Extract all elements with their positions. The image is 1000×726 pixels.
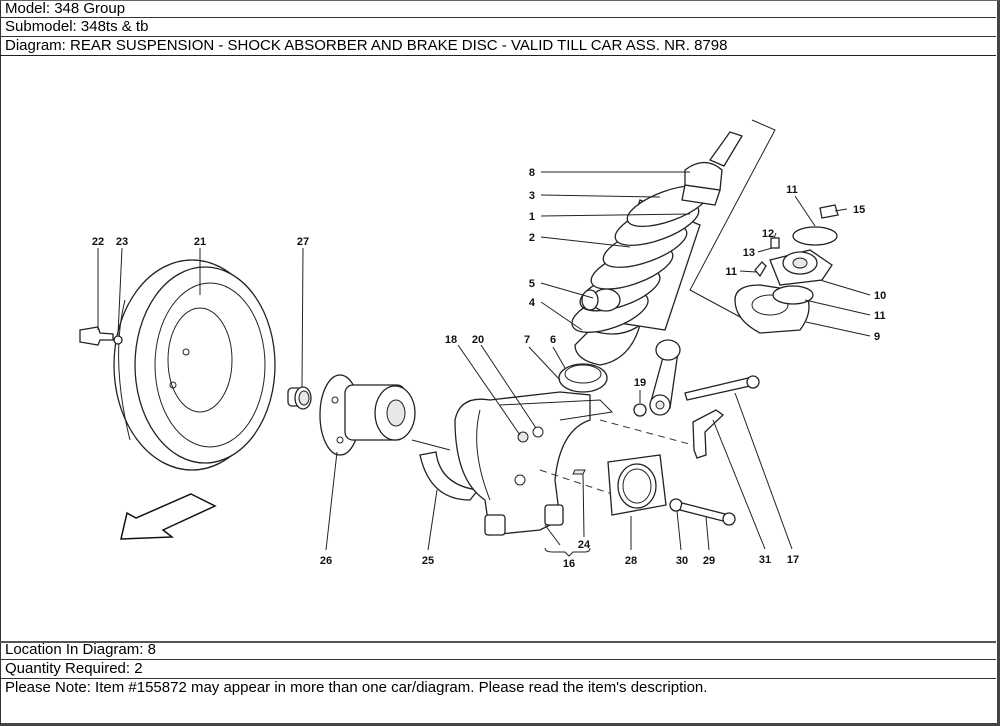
- callout-19: 19: [634, 377, 646, 389]
- bush: [287, 386, 312, 410]
- callout-24: 24: [578, 539, 591, 551]
- callout-11-top: 11: [786, 184, 798, 196]
- callout-18: 18: [445, 334, 457, 346]
- callout-31: 31: [759, 554, 771, 566]
- parts-diagram-drawing: 8 3 1 2 5 4 6 7 11 15 12 13 11 10 11 9 2…: [79, 119, 886, 570]
- callout-21: 21: [194, 236, 206, 248]
- long-bolt: [684, 375, 760, 401]
- flange-plate: [607, 454, 667, 516]
- parts-diagram: 8 3 1 2 5 4 6 7 11 15 12 13 11 10 11 9 2…: [0, 56, 996, 643]
- callout-22: 22: [92, 236, 104, 248]
- callout-4: 4: [529, 297, 536, 309]
- callout-5: 5: [529, 278, 535, 290]
- callout-28: 28: [625, 555, 637, 567]
- callout-29: 29: [703, 555, 715, 567]
- callout-16: 15: [853, 204, 865, 216]
- callout-11-bottom: 11: [874, 310, 886, 322]
- callout-6: 6: [550, 334, 556, 346]
- callout-13: 12: [762, 228, 774, 240]
- wheel-hub: [319, 374, 416, 456]
- location-in-diagram: Location In Diagram: 8: [0, 641, 996, 660]
- top-mount: [734, 204, 839, 334]
- direction-arrow-icon: [120, 493, 217, 540]
- brake-disc: [113, 259, 276, 471]
- spring-seat: [558, 323, 642, 393]
- callout-14: 13: [743, 247, 755, 259]
- bracket: [692, 409, 725, 459]
- callout-9: 9: [874, 331, 880, 343]
- callout-30: 30: [676, 555, 688, 567]
- callout-10: 10: [874, 290, 886, 302]
- wheel-bolt: [79, 326, 114, 346]
- callout-17: 17: [787, 554, 799, 566]
- callout-2: 2: [529, 232, 535, 244]
- diagram-title: Diagram: REAR SUSPENSION - SHOCK ABSORBE…: [0, 37, 996, 56]
- bolt-29: [679, 502, 736, 526]
- leader-lines: [97, 171, 871, 557]
- callout-23: 23: [116, 236, 128, 248]
- callout-1: 1: [529, 211, 535, 223]
- callout-3: 3: [529, 190, 535, 202]
- grease-nipple: [572, 469, 586, 475]
- callout-15: 16: [563, 558, 575, 570]
- callout-labels: 8 3 1 2 5 4 6 7 11 15 12 13 11 10 11 9 2…: [92, 167, 886, 570]
- callout-8: 8: [529, 167, 535, 179]
- shock-absorber: [571, 131, 743, 333]
- quantity-required: Quantity Required: 2: [0, 660, 996, 679]
- model-label: Model: 348 Group: [0, 0, 996, 18]
- callout-7: 7: [524, 334, 530, 346]
- hub-carrier: [454, 391, 614, 536]
- callout-20: 20: [472, 334, 484, 346]
- callout-26: 26: [320, 555, 332, 567]
- submodel-label: Submodel: 348ts & tb: [0, 18, 996, 37]
- callout-25: 25: [422, 555, 434, 567]
- callout-12: 11: [725, 266, 737, 278]
- item-note: Please Note: Item #155872 may appear in …: [5, 679, 708, 696]
- spacer-19: [633, 403, 647, 417]
- callout-27: 27: [297, 236, 309, 248]
- washer: [113, 335, 123, 345]
- connecting-link: [649, 339, 681, 416]
